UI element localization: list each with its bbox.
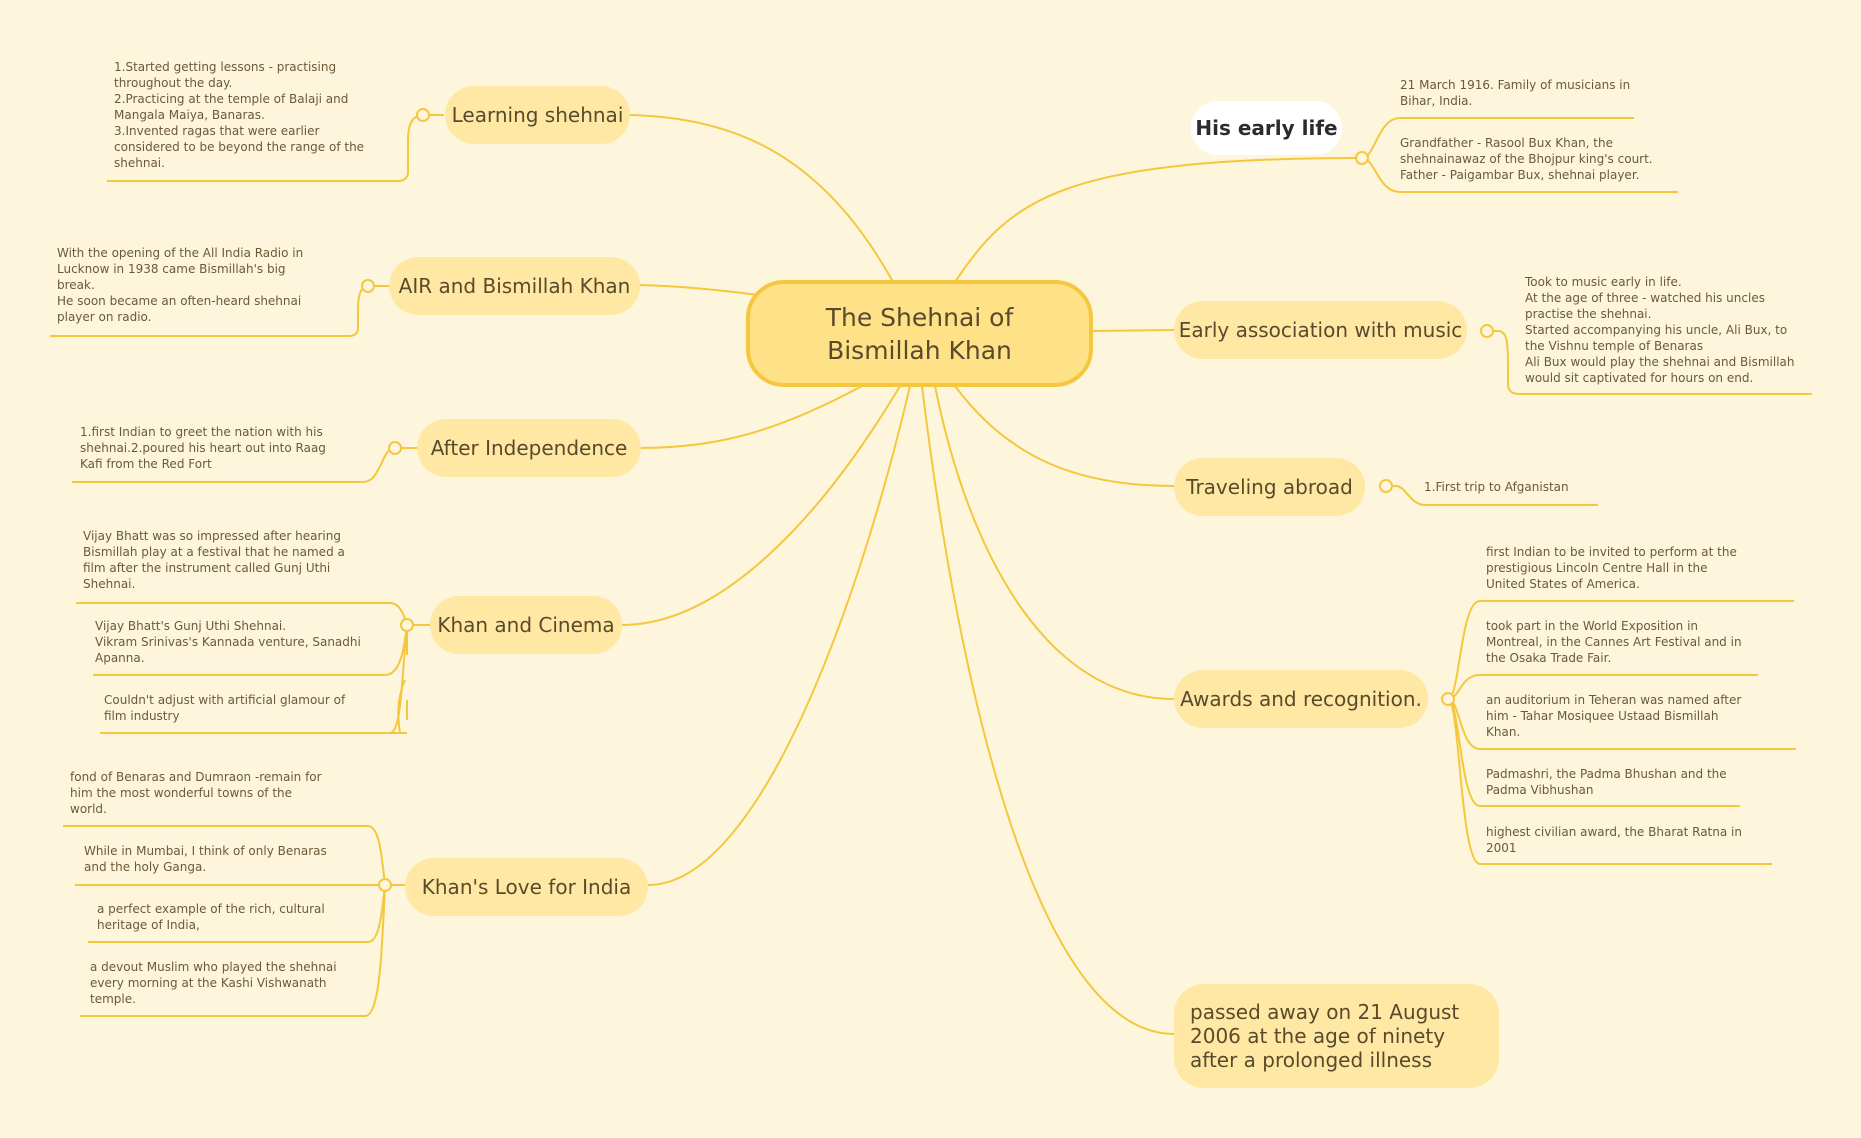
connector-learning	[629, 114, 894, 283]
note-air: With the opening of the All India Radio …	[57, 246, 304, 324]
note-awards-2: took part in the World Exposition in Mon…	[1486, 619, 1742, 665]
note-awards-5: highest civilian award, the Bharat Ratna…	[1486, 825, 1742, 855]
note-traveling-abroad: 1.First trip to Afganistan	[1424, 480, 1569, 494]
note-learning-shehnai: 1.Started getting lessons - practising t…	[114, 60, 365, 170]
topic-traveling-abroad[interactable]: Traveling abroad	[1174, 458, 1365, 516]
note-love-3: a perfect example of the rich, cultural …	[97, 902, 325, 932]
connector-love	[647, 385, 911, 886]
note-cinema-1: Vijay Bhatt was so impressed after heari…	[83, 529, 345, 591]
topic-awards-and-recognition[interactable]: Awards and recognition.	[1174, 670, 1428, 728]
note-love-2: While in Mumbai, I think of only Benaras…	[84, 844, 327, 874]
central-topic[interactable]: The Shehnai of Bismillah Khan	[746, 280, 1093, 387]
topic-air-and-bismillah-khan[interactable]: AIR and Bismillah Khan	[389, 257, 640, 315]
collapse-handle-early-life	[1355, 151, 1369, 165]
connector-independence	[639, 385, 863, 449]
note-early-life-2: Grandfather - Rasool Bux Khan, the shehn…	[1400, 136, 1653, 182]
topic-his-early-life[interactable]: His early life	[1191, 101, 1342, 155]
collapse-handle-air	[361, 279, 375, 293]
note-cinema-3: Couldn't adjust with artificial glamour …	[104, 693, 346, 723]
connector-air	[639, 284, 759, 296]
connector-death	[921, 385, 1175, 1035]
collapse-handle-cinema	[400, 618, 414, 632]
connector-music	[1089, 329, 1175, 332]
note-music: Took to music early in life. At the age …	[1525, 275, 1795, 385]
connector-abroad	[954, 385, 1175, 487]
collapse-handle-love	[378, 878, 392, 892]
note-love-4: a devout Muslim who played the shehnai e…	[90, 960, 337, 1006]
topic-passed-away[interactable]: passed away on 21 August 2006 at the age…	[1174, 984, 1499, 1088]
note-cinema-2: Vijay Bhatt's Gunj Uthi Shehnai. Vikram …	[95, 619, 361, 665]
note-awards-3: an auditorium in Teheran was named after…	[1486, 693, 1742, 739]
note-early-life-1: 21 March 1916. Family of musicians in Bi…	[1400, 78, 1631, 108]
collapse-handle-abroad	[1379, 479, 1393, 493]
note-awards-4: Padmashri, the Padma Bhushan and the Pad…	[1486, 767, 1727, 797]
connector-early-life	[954, 157, 1363, 283]
note-independence: 1.first Indian to greet the nation with …	[80, 425, 326, 471]
connector-awards	[934, 385, 1175, 700]
collapse-handle-learning	[416, 108, 430, 122]
note-love-1: fond of Benaras and Dumraon -remain for …	[70, 770, 322, 816]
collapse-handle-independence	[388, 441, 402, 455]
topic-learning-shehnai[interactable]: Learning shehnai	[445, 86, 630, 144]
note-awards-1: first Indian to be invited to perform at…	[1486, 545, 1737, 591]
topic-khan-and-cinema[interactable]: Khan and Cinema	[430, 596, 622, 654]
collapse-handle-music	[1480, 324, 1494, 338]
collapse-handle-awards	[1441, 692, 1455, 706]
topic-khans-love-for-india[interactable]: Khan's Love for India	[405, 858, 648, 916]
topic-after-independence[interactable]: After Independence	[417, 419, 641, 477]
topic-early-association-with-music[interactable]: Early association with music	[1174, 301, 1467, 359]
connector-cinema	[621, 385, 901, 626]
